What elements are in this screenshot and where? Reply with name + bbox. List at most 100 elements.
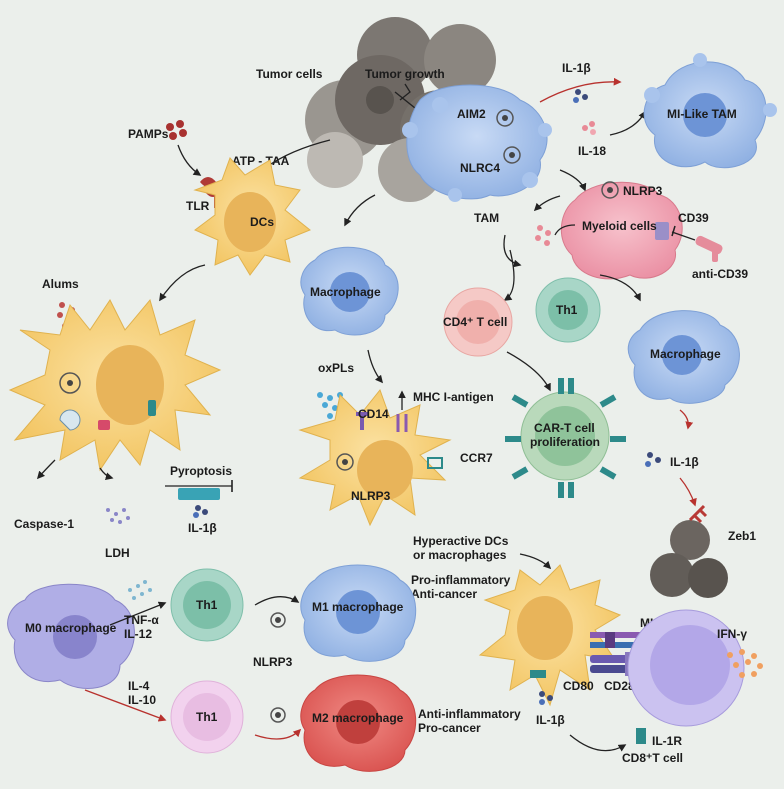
m0-macrophage-label: M0 macrophage (25, 621, 117, 635)
myeloid-cells-label: Myeloid cells (582, 219, 657, 233)
cd39-label: CD39 (678, 211, 709, 225)
arrow-th1-to-m1 (254, 595, 300, 606)
nlrp3-dc-cell (298, 388, 452, 527)
macrophage-right-label: Macrophage (650, 347, 721, 361)
cytokine-dots-upper (128, 580, 152, 600)
arrow-ldh (99, 467, 114, 481)
nlrc4-label: NLRC4 (460, 161, 500, 175)
il1b-right-dots (645, 452, 661, 467)
il1b-pyro-label: IL-1β (188, 521, 217, 535)
macrophage-mid-cell (300, 246, 399, 336)
arrow-to-myeloid (559, 169, 587, 192)
th1-upper-label: Th1 (196, 598, 218, 612)
anti-inflam-line2: Pro-cancer (418, 721, 481, 735)
cd4-t-cell (443, 287, 513, 357)
th1-lower-cell (170, 680, 244, 754)
il12-label: IL-12 (124, 627, 152, 641)
macrophage-mid-label: Macrophage (310, 285, 381, 299)
arrow-macrophage-to-nlrp3-dc (367, 349, 383, 384)
anti-cd39-label: anti-CD39 (692, 267, 748, 281)
dcs-label: DCs (250, 215, 274, 229)
m1-like-tam-label: MI-Like TAM (667, 107, 737, 121)
nlrp3-bottom-label: NLRP3 (253, 655, 293, 669)
pyroptosis-label: Pyroptosis (170, 464, 232, 478)
ldh-dots (106, 508, 130, 524)
arrow-il1b-to-zeb1 (679, 477, 697, 507)
tam-label: TAM (474, 211, 499, 225)
m1-macrophage-cell (300, 564, 417, 662)
il1b-top-label: IL-1β (562, 61, 591, 75)
il18-label: IL-18 (578, 144, 606, 158)
gasdermin-pore (178, 488, 220, 500)
cd39-inhibit-line (671, 231, 696, 241)
car-t-label-line2: proliferation (530, 435, 600, 449)
zeb1-label: Zeb1 (728, 529, 756, 543)
tumor-growth-label: Tumor growth (365, 67, 445, 81)
dc-cell (193, 157, 311, 276)
arrow-il18-to-tam (609, 110, 646, 136)
arrow-to-m1-like-tam (539, 77, 622, 103)
pamps-label: PAMPs (128, 127, 169, 141)
arrow-tam-to-th1 (503, 234, 522, 268)
arrow-myeloid-to-tam-dots (554, 224, 576, 236)
macrophage-right-cell (627, 310, 740, 404)
cd8-t-cell-label: CD8⁺T cell (622, 751, 683, 765)
nlr-macrophage (402, 84, 552, 202)
il1b-pyro-dots (193, 505, 208, 518)
mhci-tcr-complex (590, 632, 640, 648)
caspase1-label: Caspase-1 (14, 517, 74, 531)
ccr7-label: CCR7 (460, 451, 493, 465)
myeloid-cell (560, 181, 683, 280)
hyperactive-dc-cell (478, 564, 622, 707)
arrow-to-hyperactive-dc (519, 553, 552, 570)
arrow-il1b-to-il1r (569, 734, 627, 752)
arrow-macrophage-to-il1b (679, 409, 694, 430)
ldh-label: LDH (105, 546, 130, 560)
arrow-caspase1 (36, 459, 56, 480)
m2-macrophage-cell (300, 674, 417, 772)
atp-taa-label: ATP - TAA (232, 154, 290, 168)
pro-inflam-line2: Anti-cancer (411, 587, 477, 601)
il10-label: IL-10 (128, 693, 156, 707)
ifn-g-dots (727, 649, 763, 678)
pro-inflam-line1: Pro-inflammatory (411, 573, 511, 587)
arrow-m0-to-th1-lower (84, 689, 167, 722)
th1-mid-label: Th1 (556, 303, 578, 317)
car-t-cell (505, 378, 626, 498)
anti-cd39-antibody (695, 235, 723, 262)
mhc-i-antigen-label: MHC I-antigen (413, 390, 494, 404)
il1b-bottom-dots (539, 691, 553, 705)
cd8-t-cell (627, 609, 745, 744)
il18-dots (582, 121, 596, 135)
zeb1-tumor-cells (650, 504, 728, 598)
aim2-label: AIM2 (457, 107, 486, 121)
cd4-t-cell-label: CD4⁺ T cell (443, 315, 507, 329)
tumor-cells-cluster (305, 17, 496, 202)
anti-inflam-line1: Anti-inflammatory (418, 707, 521, 721)
alums-label: Alums (42, 277, 79, 291)
car-t-label-line1: CAR-T cell (534, 421, 595, 435)
tam-dots (535, 225, 551, 246)
arrow-tam-to-cd4 (503, 249, 515, 301)
arrow-myeloid-to-macrophage (599, 274, 641, 302)
ifn-g-label: IFN-γ (717, 627, 747, 641)
cd39-inhibit-bar (671, 225, 676, 237)
th1-upper-cell (170, 568, 244, 642)
hyperactive-label-line2: or macrophages (413, 548, 507, 562)
m0-macrophage-cell (7, 583, 135, 689)
il1b-right-label: IL-1β (670, 455, 699, 469)
arrow-th1-to-m2 (254, 728, 302, 740)
arrow-myeloid-to-tam (533, 195, 561, 212)
cd28-label: CD28 (604, 679, 635, 693)
tlr-label: TLR (186, 199, 210, 213)
big-dc-cell (8, 298, 222, 472)
tumor-growth-inhibit (399, 83, 411, 101)
nlrp3-dc-label: NLRP3 (351, 489, 391, 503)
tnf-a-label: TNF-α (124, 613, 159, 627)
arrow-dc-to-big-dc (159, 264, 206, 302)
il1r-label: IL-1R (652, 734, 682, 748)
hyperactive-label-line1: Hyperactive DCs (413, 534, 509, 548)
m1-macrophage-label: M1 macrophage (312, 600, 404, 614)
arrow-cd4-to-car-t (506, 351, 551, 392)
